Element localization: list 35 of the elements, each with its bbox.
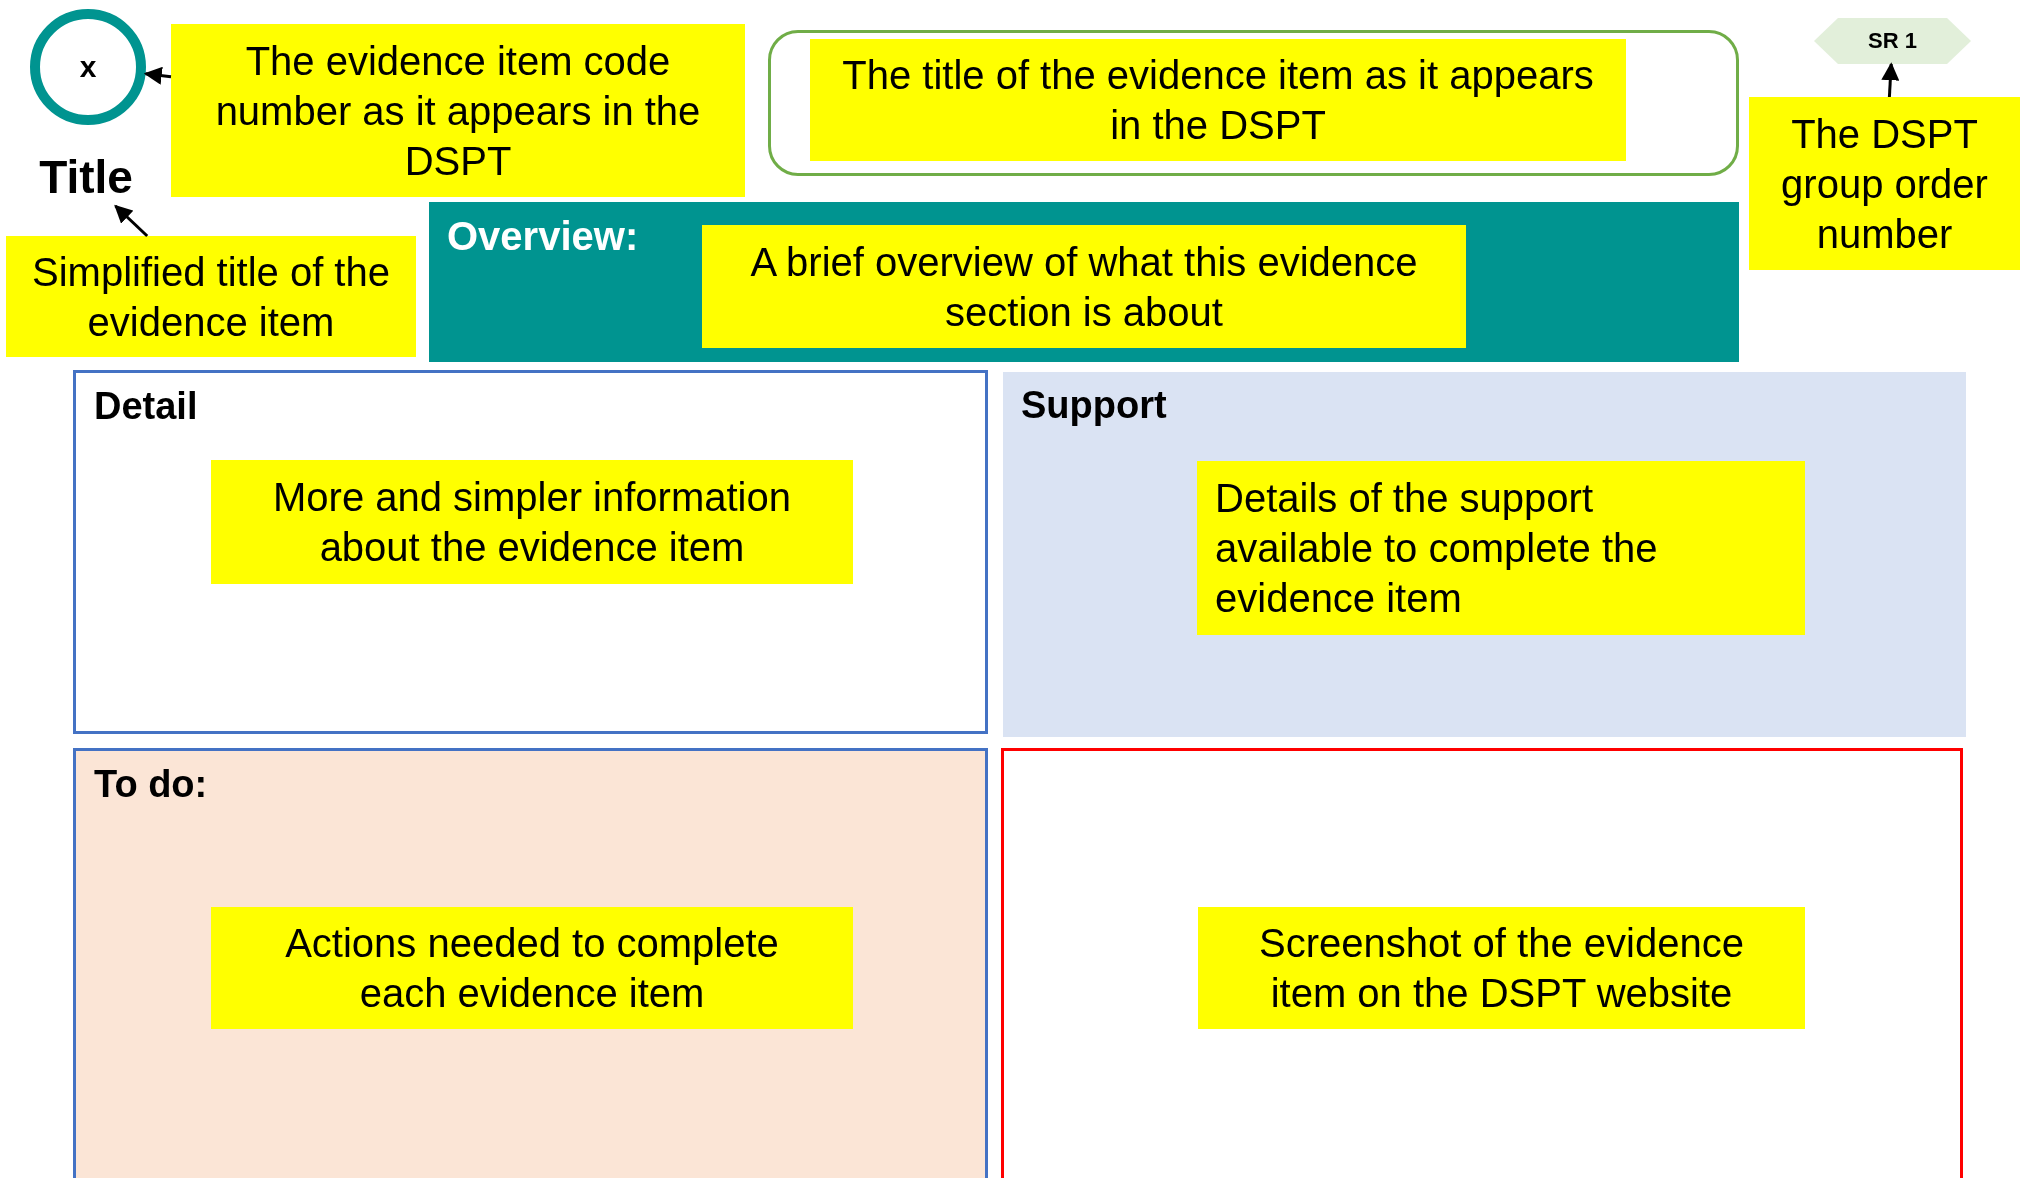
- callout-text: The title of the evidence item as it appears in the DSPT: [841, 52, 1595, 149]
- callout-box: [211, 907, 853, 1029]
- callout-box: [702, 225, 1466, 348]
- group-code: SR 1: [1868, 27, 1917, 55]
- callout-text: A brief overview of what this evidence section is about: [749, 238, 1419, 336]
- arrow: [114, 204, 149, 238]
- group-tag: [1814, 18, 1971, 64]
- callout-box: [1197, 461, 1805, 635]
- section-heading: Support: [1021, 384, 1167, 427]
- section-heading: Detail: [94, 385, 198, 428]
- callout-text: The evidence item code number as it appears in the DSPT: [214, 37, 702, 185]
- title-label: Title: [39, 150, 133, 206]
- arrow: [143, 66, 172, 85]
- support-panel: [1003, 372, 1966, 737]
- callout-text: More and simpler information about the evidence item: [272, 474, 792, 571]
- callout-box: [810, 39, 1626, 161]
- callout-text: The DSPT group order number: [1780, 110, 1989, 258]
- callout-box: [6, 236, 416, 357]
- callout-text: Simplified title of the evidence item: [32, 248, 390, 346]
- callout-text: Screenshot of the evidence item on the DSPT website: [1258, 920, 1745, 1017]
- section-heading: To do:: [94, 763, 208, 806]
- callout-text: Actions needed to complete each evidence item: [284, 920, 780, 1017]
- overview-band: [429, 202, 1739, 362]
- todo-panel: [73, 748, 988, 1178]
- callout-box: [211, 460, 853, 584]
- callout-box: [1198, 907, 1805, 1029]
- screenshot-frame: [1001, 748, 1963, 1178]
- title-frame: [768, 30, 1739, 176]
- code-number: x: [79, 49, 97, 86]
- callout-text: Details of the support available to complete the evidence item: [1215, 475, 1659, 622]
- callout-box: [171, 24, 745, 197]
- section-heading: Overview:: [447, 214, 639, 259]
- callout-box: [1749, 97, 2020, 270]
- detail-panel: [73, 370, 988, 734]
- arrow: [1881, 62, 1900, 98]
